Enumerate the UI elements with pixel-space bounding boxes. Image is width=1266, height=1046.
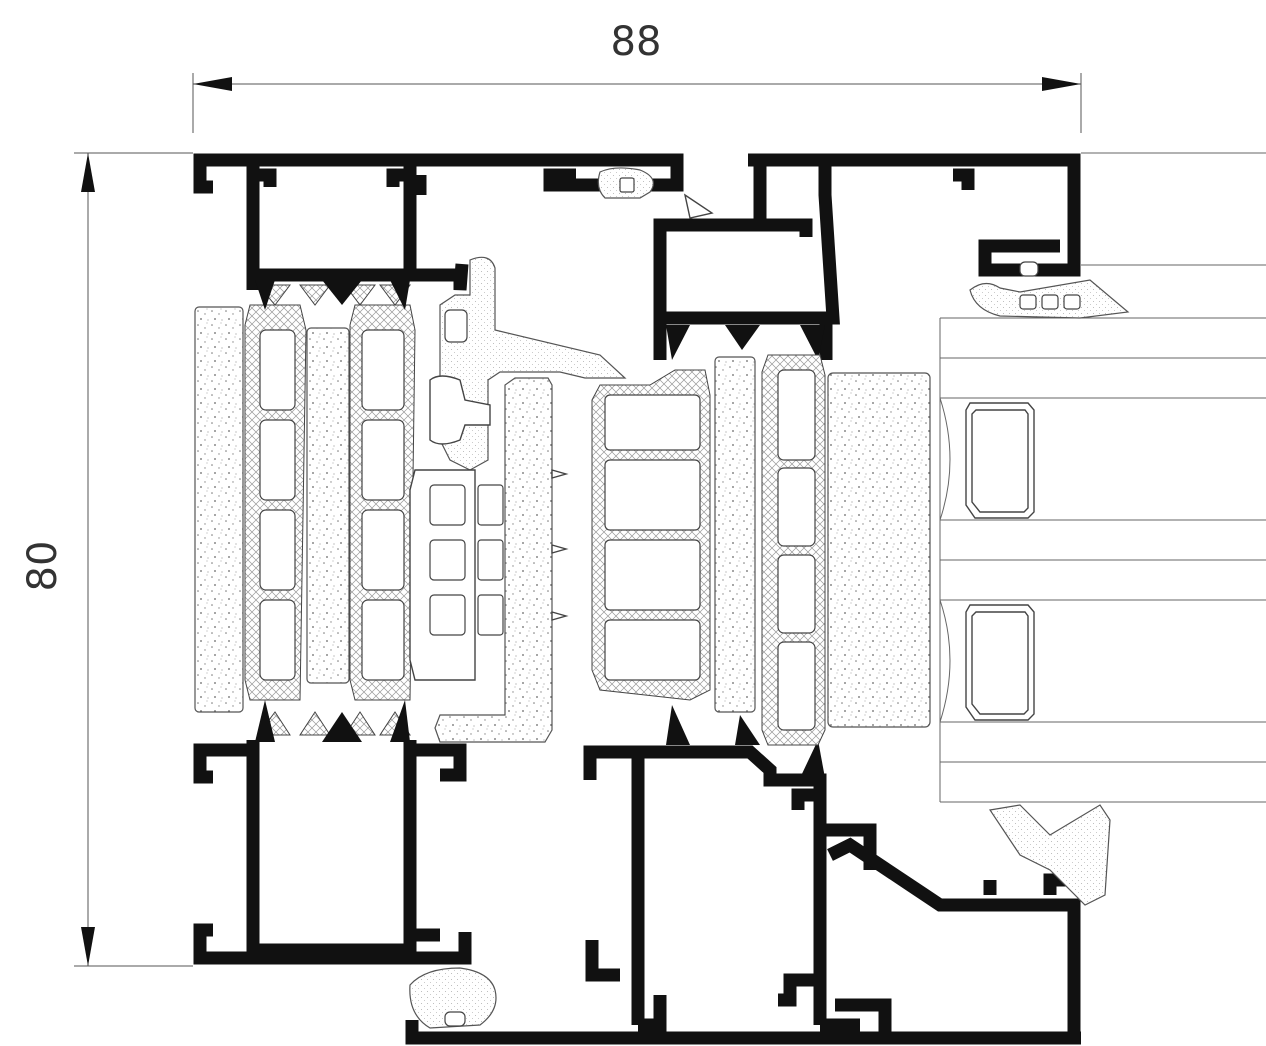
foam-glazing-seal xyxy=(434,377,553,743)
height-label: 80 xyxy=(20,541,66,592)
outer-frame-bottom-profile xyxy=(193,740,472,965)
centre-gasket xyxy=(409,256,627,681)
foam-block-right xyxy=(827,372,931,728)
thermal-break-left xyxy=(244,284,416,736)
glazing-spacers xyxy=(965,402,1035,721)
seals xyxy=(409,167,1130,1029)
sash-top-profile xyxy=(653,153,1081,360)
foam-block-left xyxy=(194,306,244,713)
foam-block-centre-left xyxy=(306,327,350,684)
foam-block-centre-right xyxy=(714,356,756,713)
frame-clip-wedges xyxy=(255,280,825,778)
foam-insulation xyxy=(194,306,931,743)
thermal-break-right xyxy=(591,354,826,746)
bottom-seal xyxy=(409,967,497,1029)
sash-bottom-profile xyxy=(405,745,1081,1045)
glazing-lines xyxy=(939,152,1266,803)
bead-seal xyxy=(988,804,1111,906)
width-dimension: 88 xyxy=(192,19,1082,133)
height-dimension: 80 xyxy=(20,152,193,967)
outer-frame-top-profile xyxy=(193,153,684,291)
width-label: 88 xyxy=(611,19,662,65)
